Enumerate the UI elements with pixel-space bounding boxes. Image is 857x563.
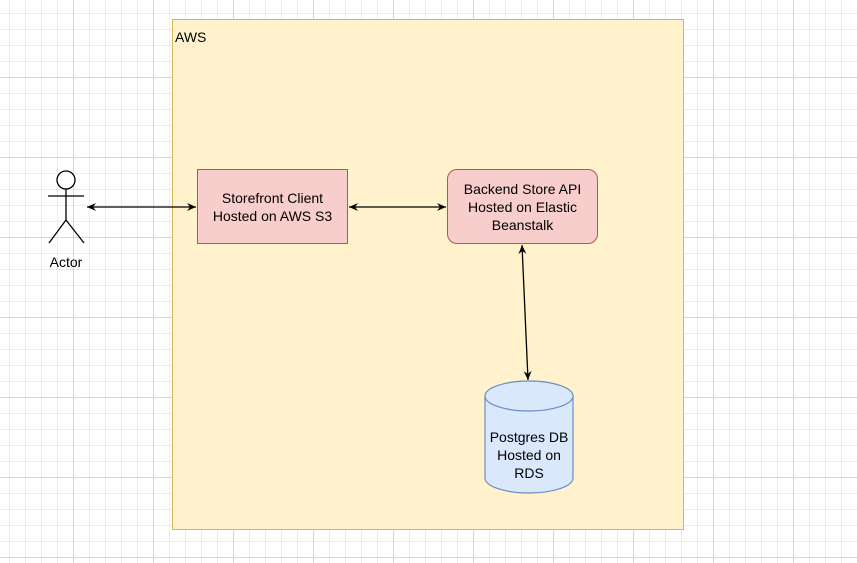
actor-right-leg	[65, 219, 85, 244]
actor-head	[56, 170, 76, 190]
backend-store-api-node[interactable]: Backend Store API Hosted on Elastic Bean…	[447, 169, 598, 244]
aws-container-label: AWS	[175, 29, 207, 45]
storefront-client-label: Storefront Client Hosted on AWS S3	[212, 189, 333, 224]
actor-figure[interactable]	[48, 170, 85, 244]
postgres-db-label: Postgres DB Hosted on RDS	[489, 429, 569, 481]
actor-label: Actor	[49, 254, 83, 270]
storefront-client-node[interactable]: Storefront Client Hosted on AWS S3	[197, 169, 348, 244]
database-cylinder[interactable]	[484, 380, 574, 494]
actor-left-leg	[48, 219, 67, 244]
edge-backend-database[interactable]	[518, 244, 532, 381]
aws-container[interactable]	[172, 19, 684, 530]
backend-store-api-label: Backend Store API Hosted on Elastic Bean…	[463, 180, 582, 233]
